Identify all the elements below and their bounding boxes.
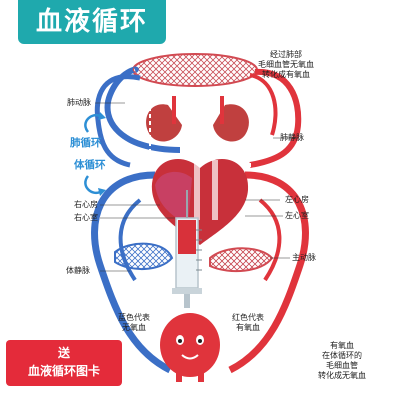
- circulation-arrow-icon-top: [84, 113, 101, 133]
- systemic-capillary-bed-right: [209, 247, 274, 273]
- circulation-arrow-icon-bottom: [84, 175, 101, 195]
- note-line: 蓝色代表: [118, 313, 150, 322]
- pulmonary-capillary-note: 经过肺部 毛细血管无氧血 转化成有氧血: [258, 50, 314, 80]
- label-left-ventricle: 左心室: [285, 211, 309, 220]
- pulmonary-artery-outer: [94, 74, 141, 168]
- note-line: 有氧血: [330, 341, 354, 350]
- note-line: 转化成无氧血: [318, 371, 366, 380]
- label-right-atrium: 右心房: [74, 200, 98, 209]
- label-right-ventricle: 右心室: [74, 213, 98, 222]
- heart: [151, 159, 249, 245]
- note-line: 转化成有氧血: [262, 70, 310, 79]
- page-title: 血液循环: [18, 0, 166, 44]
- note-line: 毛细血管: [326, 361, 358, 370]
- pulmonary-artery-vessel: [104, 66, 181, 153]
- systemic-capillary-note: 有氧血 在体循环的 毛细血管 转化成无氧血: [318, 341, 366, 381]
- blue-meaning-note: 蓝色代表 无氧血: [118, 313, 150, 333]
- arrow-head-icon-top: [98, 112, 106, 120]
- label-vena-cava: 体静脉: [66, 266, 90, 275]
- label-pulmonary-circulation: 肺循环: [70, 137, 102, 149]
- label-pulmonary-vein: 肺静脉: [280, 133, 304, 142]
- note-line: 在体循环的: [322, 351, 362, 360]
- pulmonary-capillary-bed: [132, 53, 258, 87]
- systemic-capillary-bed-left: [114, 242, 174, 271]
- gift-card-badge: 送 血液循环图卡: [6, 340, 122, 386]
- pulmonary-vein-vessel: [249, 68, 302, 168]
- pulmonary-vein-inner: [249, 73, 278, 136]
- note-line: 有氧血: [236, 323, 260, 332]
- note-line: 红色代表: [232, 313, 264, 322]
- label-aorta: 主动脉: [292, 253, 316, 262]
- red-meaning-note: 红色代表 有氧血: [232, 313, 264, 333]
- label-systemic-circulation: 体循环: [74, 159, 106, 171]
- syringe-illustration: [172, 190, 202, 308]
- label-pulmonary-artery: 肺动脉: [67, 98, 91, 107]
- blood-drop-mascot: [160, 313, 220, 382]
- leader-lines: [95, 102, 298, 272]
- note-line: 经过肺部: [270, 50, 302, 59]
- systemic-loop-left: [91, 171, 172, 374]
- arrow-head-icon-bottom: [98, 188, 106, 196]
- promo-line-2: 血液循环图卡: [27, 364, 100, 378]
- note-line: 无氧血: [122, 323, 146, 332]
- systemic-loop-right: [228, 171, 309, 374]
- promo-line-1: 送: [57, 346, 70, 360]
- lungs: [146, 96, 249, 142]
- systemic-inner-right: [258, 198, 282, 282]
- label-left-atrium: 左心房: [285, 195, 309, 204]
- note-line: 毛细血管无氧血: [258, 60, 314, 69]
